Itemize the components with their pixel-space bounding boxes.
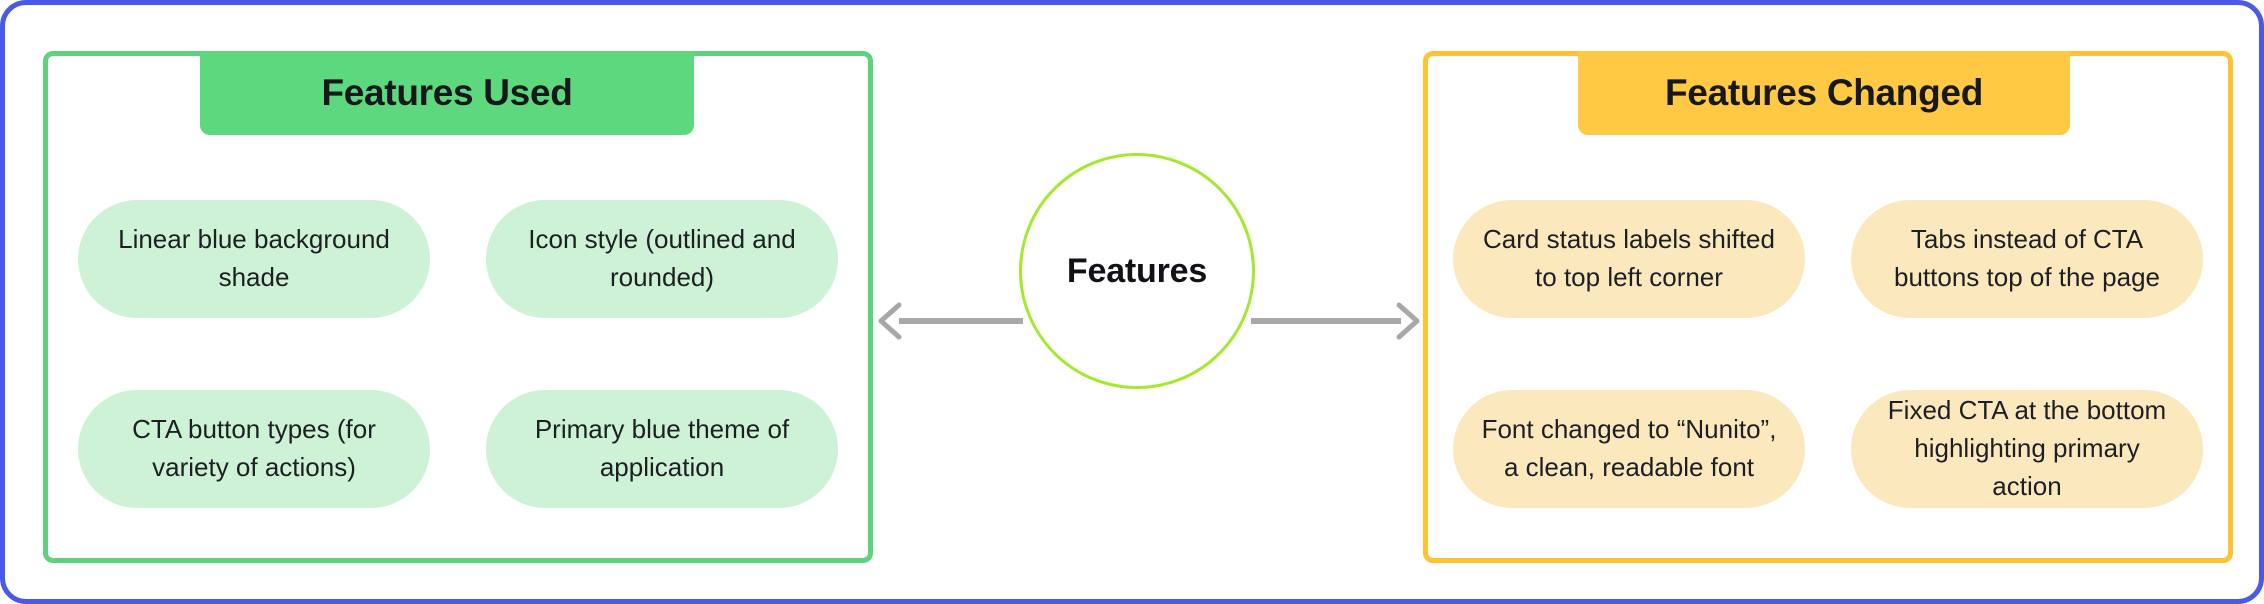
pill-item: Fixed CTA at the bottom highlighting pri… xyxy=(1851,390,2203,508)
pill-item: Card status labels shifted to top left c… xyxy=(1453,200,1805,318)
connector-arrow-left xyxy=(873,299,1023,343)
pill-grid-features-used: Linear blue background shade Icon style … xyxy=(48,172,868,536)
pill-grid-features-changed: Card status labels shifted to top left c… xyxy=(1428,172,2228,536)
pill-item: Tabs instead of CTA buttons top of the p… xyxy=(1851,200,2203,318)
pill-item: CTA button types (for variety of actions… xyxy=(78,390,430,508)
hub-circle: Features xyxy=(1019,153,1255,389)
pill-item: Icon style (outlined and rounded) xyxy=(486,200,838,318)
connector-arrow-right xyxy=(1251,299,1425,343)
panel-header-features-changed: Features Changed xyxy=(1578,51,2070,135)
panel-features-used: Features Used Linear blue background sha… xyxy=(43,51,873,563)
panel-header-features-used: Features Used xyxy=(200,51,694,135)
pill-item: Primary blue theme of application xyxy=(486,390,838,508)
pill-item: Font changed to “Nunito”, a clean, reada… xyxy=(1453,390,1805,508)
pill-item: Linear blue background shade xyxy=(78,200,430,318)
hub-label: Features xyxy=(1066,251,1208,290)
panel-features-changed: Features Changed Card status labels shif… xyxy=(1423,51,2233,563)
